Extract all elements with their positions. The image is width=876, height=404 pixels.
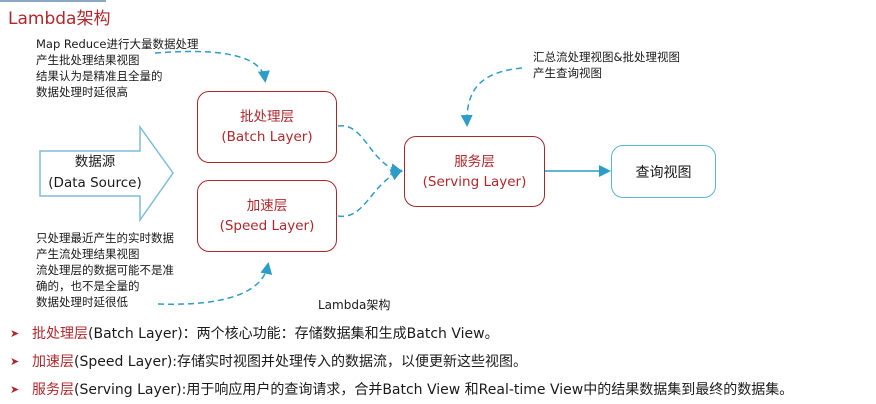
query-view-node: 查询视图 bbox=[611, 145, 716, 198]
bullet-text: (Serving Layer):用于响应用户的查询请求，合并Batch View… bbox=[74, 382, 794, 398]
batch-note: Map Reduce进行大量数据处理 产生批处理结果视图 结果认为是精准且全量的… bbox=[36, 36, 198, 100]
note-line: Map Reduce进行大量数据处理 bbox=[36, 37, 199, 51]
note-line: 产生批处理结果视图 bbox=[36, 53, 140, 67]
note-to-serving-arrow bbox=[460, 67, 523, 127]
batch-layer-node: 批处理层 (Batch Layer) bbox=[197, 91, 337, 163]
note-line: 流处理层的数据可能不是准 bbox=[36, 263, 174, 277]
note-line: 只处理最近产生的实时数据 bbox=[36, 231, 174, 245]
query-view-label: 查询视图 bbox=[635, 164, 692, 181]
bullet-term: 批处理层 bbox=[32, 326, 88, 342]
data-source-label: 数据源 bbox=[74, 154, 116, 170]
data-source-sub: (Data Source) bbox=[48, 175, 142, 191]
bullet-item: ➤ 服务层 (Serving Layer):用于响应用户的查询请求，合并Batc… bbox=[10, 379, 793, 399]
batch-layer-sub: (Batch Layer) bbox=[221, 129, 313, 145]
speed-note: 只处理最近产生的实时数据 产生流处理结果视图 流处理层的数据可能不是准 确的，也… bbox=[36, 230, 174, 310]
speed-to-serving-arrow bbox=[337, 169, 403, 217]
note-to-speed-arrow bbox=[157, 262, 273, 305]
note-to-batch-arrow bbox=[154, 50, 270, 83]
page-title: Lambda架构 bbox=[8, 9, 111, 29]
arrow-bullet-icon: ➤ bbox=[10, 326, 20, 340]
note-line: 确的，也不是全量的 bbox=[36, 279, 140, 293]
arrow-bullet-icon: ➤ bbox=[10, 354, 20, 368]
note-line: 数据处理时延很高 bbox=[36, 85, 128, 99]
speed-layer-node: 加速层 (Speed Layer) bbox=[197, 180, 337, 252]
bullet-text: (Batch Layer)：两个核心功能：存储数据集和生成Batch View。 bbox=[88, 326, 499, 342]
data-source-node: 数据源 (Data Source) bbox=[45, 152, 145, 194]
arrow-bullet-icon: ➤ bbox=[10, 382, 20, 396]
note-line: 产生查询视图 bbox=[533, 66, 602, 80]
speed-layer-label: 加速层 bbox=[246, 198, 288, 214]
batch-to-serving-arrow bbox=[337, 125, 403, 176]
note-line: 汇总流处理视图&批处理视图 bbox=[533, 50, 680, 64]
note-line: 产生流处理结果视图 bbox=[36, 247, 140, 261]
serving-layer-node: 服务层 (Serving Layer) bbox=[404, 136, 545, 207]
note-line: 数据处理时延很低 bbox=[36, 295, 128, 309]
serving-layer-sub: (Serving Layer) bbox=[422, 173, 527, 190]
diagram-caption: Lambda架构 bbox=[318, 298, 391, 312]
data-source-arrow-shape bbox=[39, 124, 174, 223]
bullet-item: ➤ 加速层 (Speed Layer):存储实时视图并处理传入的数据流，以便更新… bbox=[10, 351, 527, 371]
serving-note: 汇总流处理视图&批处理视图 产生查询视图 bbox=[533, 49, 680, 81]
bullet-term: 加速层 bbox=[32, 354, 74, 370]
bullet-item: ➤ 批处理层 (Batch Layer)：两个核心功能：存储数据集和生成Batc… bbox=[10, 323, 499, 343]
batch-layer-label: 批处理层 bbox=[240, 109, 294, 125]
serving-layer-label: 服务层 bbox=[454, 153, 495, 170]
note-line: 结果认为是精准且全量的 bbox=[36, 69, 163, 83]
top-rule bbox=[0, 0, 106, 2]
bullet-term: 服务层 bbox=[32, 382, 74, 398]
bullet-text: (Speed Layer):存储实时视图并处理传入的数据流，以便更新这些视图。 bbox=[74, 354, 528, 370]
speed-layer-sub: (Speed Layer) bbox=[219, 218, 315, 234]
